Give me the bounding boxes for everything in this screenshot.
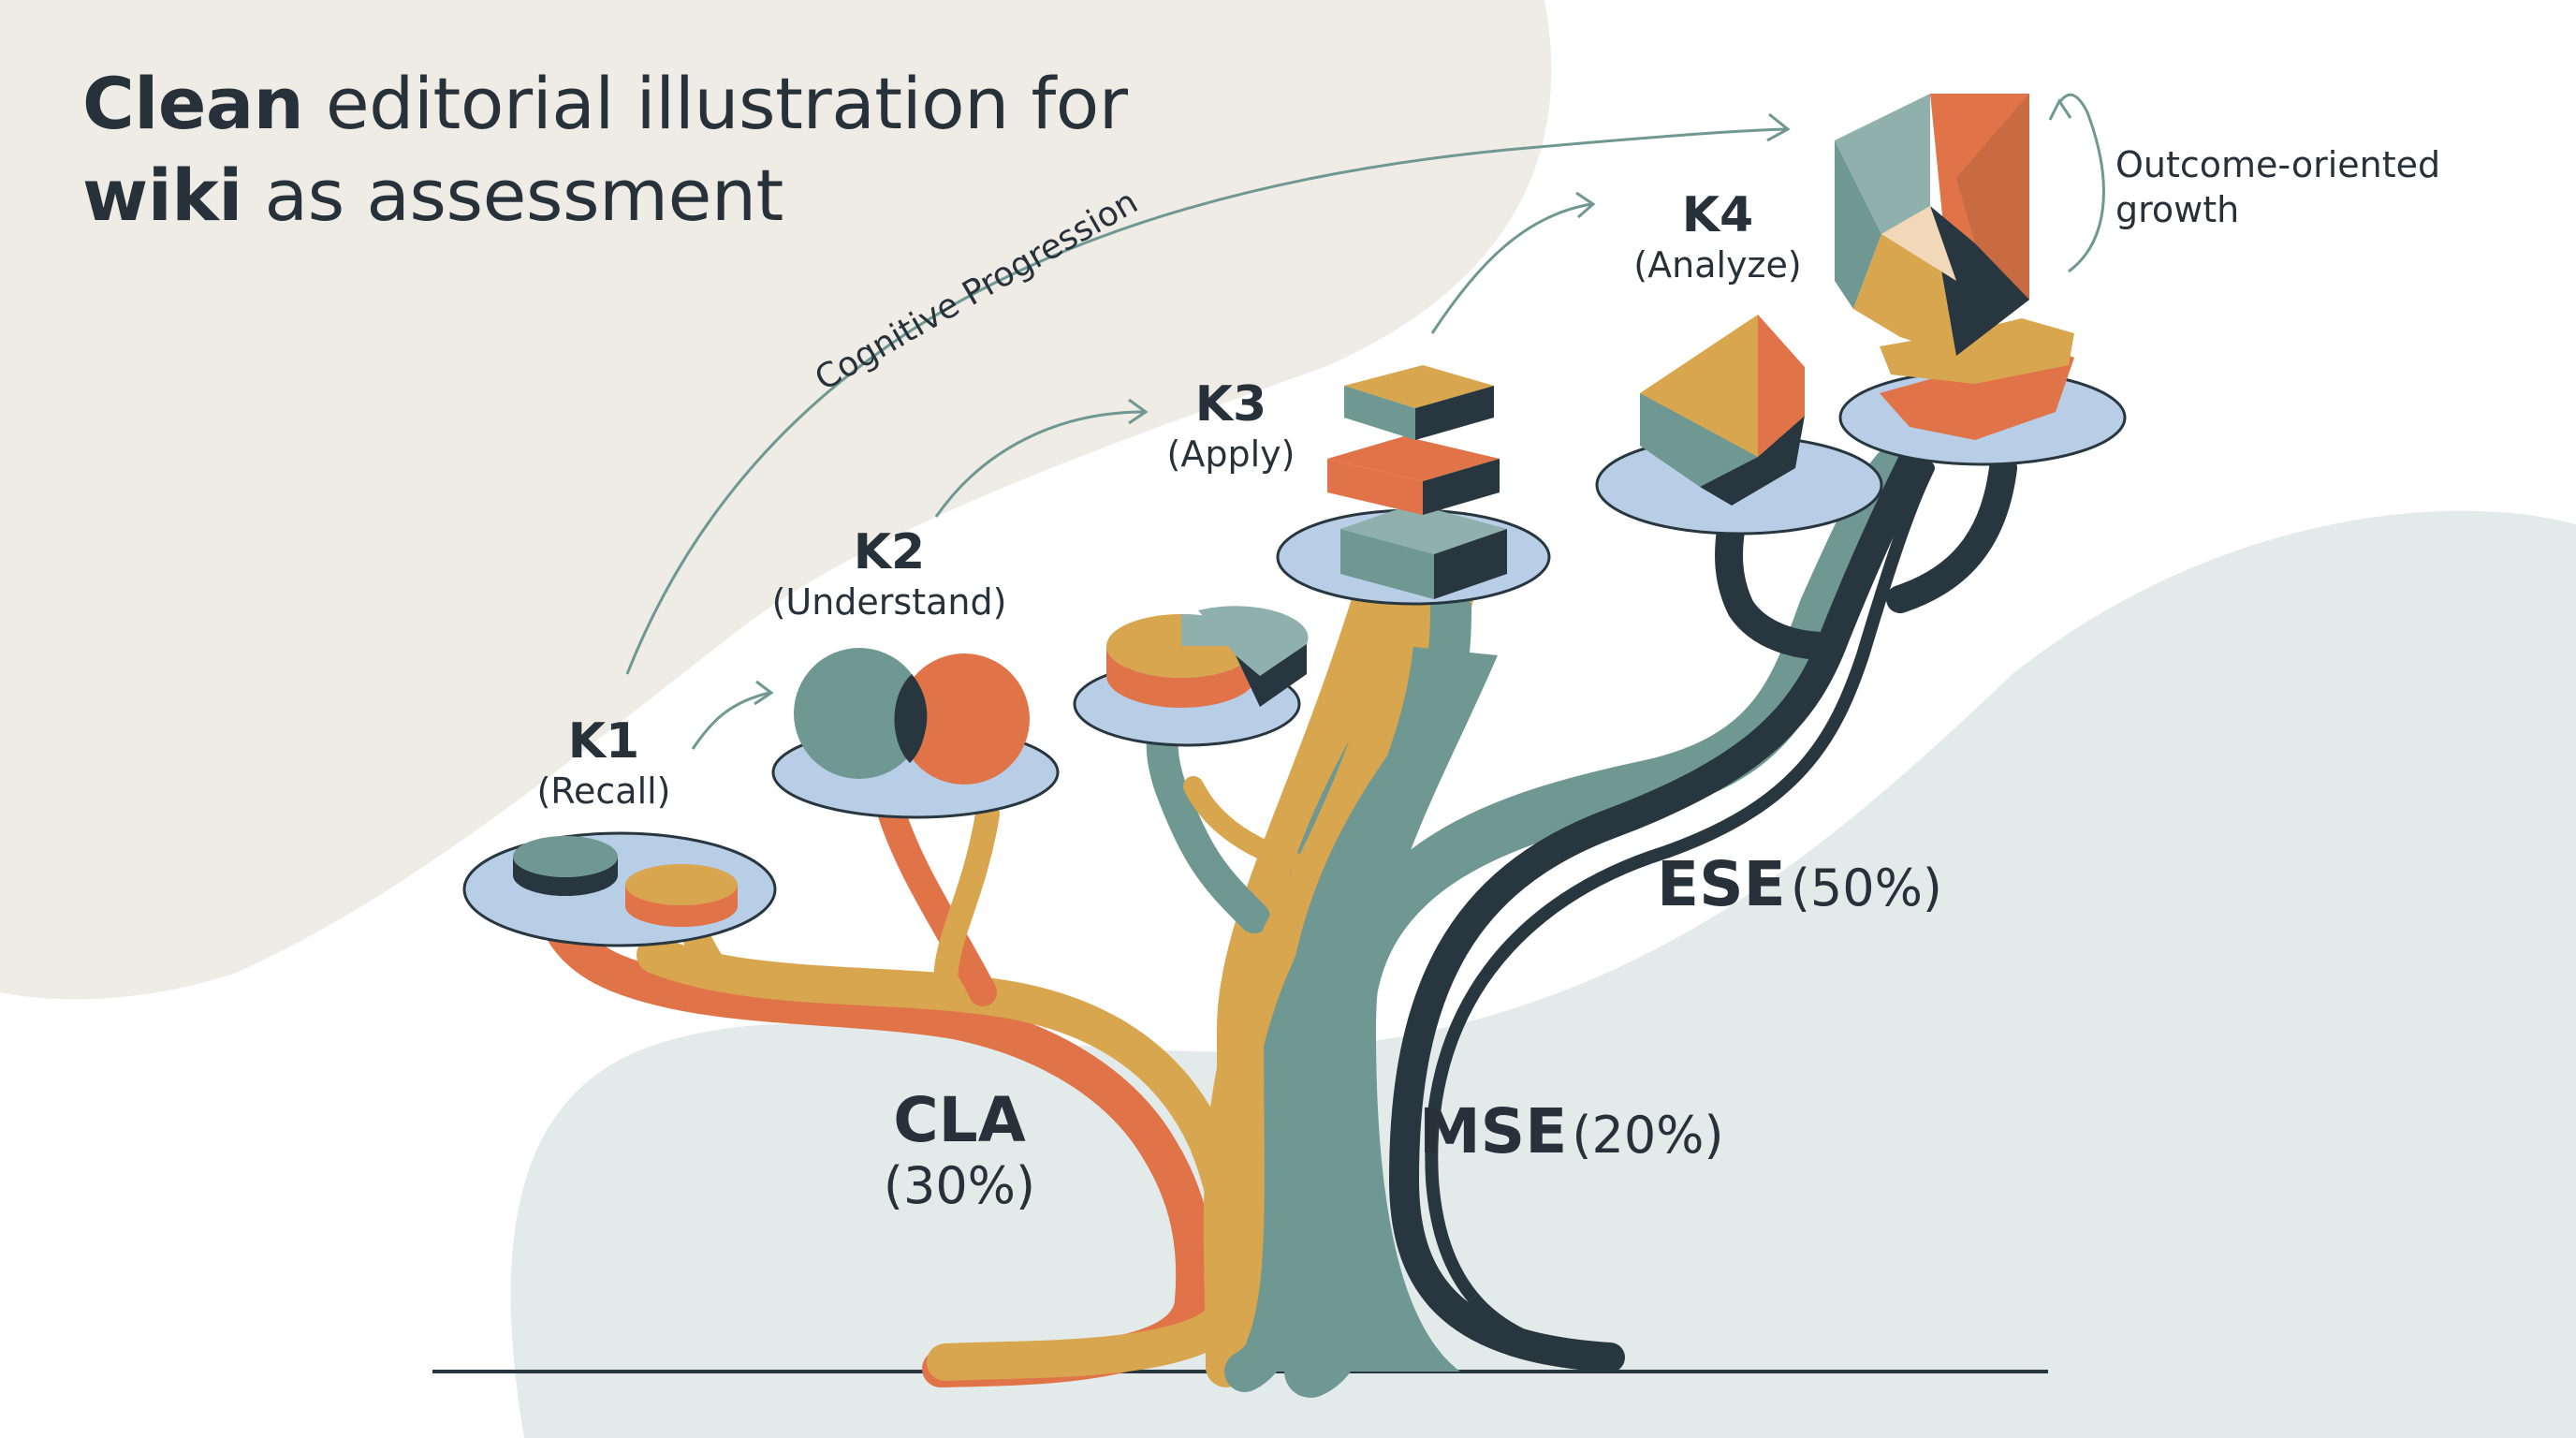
k3-stacked-blocks	[1327, 365, 1507, 599]
component-mse-label: MSE (20%)	[1419, 1095, 1724, 1167]
growth-arrow	[2057, 93, 2105, 273]
mse-mustard-branch	[1203, 588, 1415, 1387]
k1-to-k2-arrowhead	[754, 680, 774, 706]
cognitive-progression-arrow	[625, 127, 1787, 675]
k4-left-navy-stem	[1715, 510, 1839, 660]
level-k2-name: (Understand)	[771, 581, 1007, 623]
mint-background-blob	[510, 510, 2576, 1438]
level-k1-code: K1	[567, 713, 640, 770]
title-line1-rest: editorial illustration for	[303, 62, 1128, 145]
k2-to-k3-arrow	[934, 410, 1145, 518]
title-line2-bold: wiki	[82, 154, 242, 237]
ese-navy-outer	[1425, 462, 1935, 1364]
k2-venn-circles	[794, 648, 1030, 785]
component-ese-pct: (50%)	[1790, 858, 1942, 917]
k1-mustard-cylinder	[625, 864, 738, 927]
k4-right-navy-stem	[1886, 454, 2017, 613]
k3-mustard-stem	[1183, 776, 1302, 872]
level-k1-label: K1 (Recall)	[505, 713, 702, 813]
component-mse-code: MSE	[1419, 1095, 1568, 1167]
growth-note-line1: Outcome-oriented	[2115, 144, 2441, 185]
level-k2-code: K2	[853, 524, 926, 580]
component-mse-pct: (20%)	[1572, 1106, 1724, 1165]
page-title: Clean editorial illustration for wiki as…	[82, 58, 1128, 242]
component-cla-pct: (30%)	[883, 1156, 1036, 1215]
component-cla-code: CLA	[893, 1084, 1026, 1156]
level-k2-label: K2 (Understand)	[749, 524, 1030, 624]
k2-to-k3-arrowhead	[1128, 398, 1149, 425]
growth-note-line2: growth	[2115, 189, 2240, 230]
cla-branch-mustard	[637, 936, 1255, 1381]
k4-large-polyhedron	[1835, 94, 2074, 440]
cognitive-progression-arrowhead	[1766, 112, 1791, 142]
k3-pie-chart	[1106, 606, 1309, 708]
k1-teal-cylinder	[513, 836, 618, 896]
component-ese-label: ESE (50%)	[1657, 848, 1942, 920]
k2-mustard-stem	[933, 802, 1000, 995]
k3-to-k4-arrowhead	[1575, 191, 1596, 219]
k1-to-k2-arrow	[691, 691, 770, 750]
ese-navy-branch	[1388, 434, 1934, 1372]
level-k1-name: (Recall)	[536, 770, 671, 812]
mse-teal-branch	[1224, 588, 1471, 1392]
k2-orange-stem	[875, 791, 997, 1006]
level-k4-label: K4 (Analyze)	[1610, 187, 1825, 286]
level-k3-name: (Apply)	[1166, 433, 1295, 475]
k3-to-k4-arrow	[1430, 202, 1592, 334]
ese-teal-branch	[1284, 442, 1926, 1398]
title-line1-bold: Clean	[82, 62, 304, 145]
level-k4-name: (Analyze)	[1633, 244, 1802, 286]
growth-note: Outcome-oriented growth	[2115, 142, 2440, 232]
level-k3-label: K3 (Apply)	[1142, 376, 1320, 476]
component-ese-code: ESE	[1657, 848, 1786, 920]
beige-background-blob	[0, 0, 1552, 1000]
level-k4-code: K4	[1681, 187, 1754, 243]
component-cla-label: CLA (30%)	[880, 1084, 1039, 1215]
level-k3-code: K3	[1194, 376, 1267, 433]
title-line2-rest: as assessment	[242, 154, 784, 237]
growth-arrowhead	[2048, 98, 2072, 121]
k4-small-polyhedron	[1640, 315, 1805, 506]
